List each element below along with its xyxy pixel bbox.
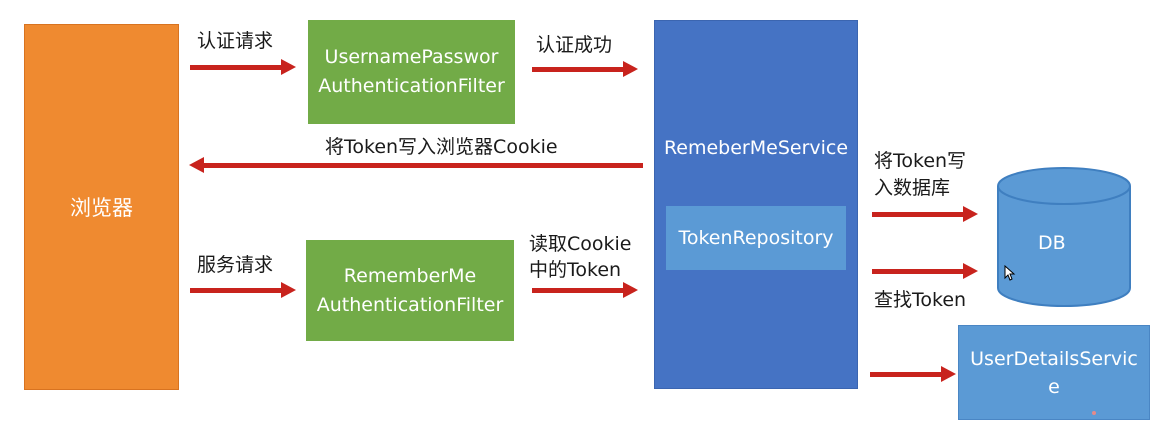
find-token-label: 查找Token xyxy=(874,289,967,311)
database-cylinder xyxy=(997,167,1131,307)
auth-success-arrow xyxy=(532,61,638,77)
write-cookie-label: 将Token写入浏览器Cookie xyxy=(325,136,558,158)
remember-me-filter-box: RememberMe AuthenticationFilter xyxy=(306,240,514,341)
rm-filter-line2: AuthenticationFilter xyxy=(316,293,504,316)
service-request-label: 服务请求 xyxy=(197,254,274,276)
up-filter-line2: AuthenticationFilter xyxy=(318,75,505,97)
username-password-filter-box: UsernamePasswor AuthenticationFilter xyxy=(308,20,515,124)
auth-success-label: 认证成功 xyxy=(536,34,613,56)
auth-request-arrow xyxy=(190,59,296,75)
write-db-arrow xyxy=(872,206,978,222)
red-dot-icon xyxy=(1092,411,1096,415)
token-repository-box: TokenRepository xyxy=(666,206,846,270)
database-label: DB xyxy=(1038,232,1066,254)
token-repository-label: TokenRepository xyxy=(678,227,834,249)
auth-request-label: 认证请求 xyxy=(197,30,274,52)
mouse-cursor-icon xyxy=(1004,265,1016,281)
user-details-line1: UserDetailsServic xyxy=(970,347,1138,370)
find-token-arrow xyxy=(872,263,978,279)
remember-me-service-label: RemeberMeService xyxy=(663,137,849,159)
browser-label: 浏览器 xyxy=(70,196,133,220)
user-details-arrow xyxy=(870,366,956,382)
browser-box: 浏览器 xyxy=(24,24,179,390)
read-cookie-label-line2: 中的Token xyxy=(529,259,622,281)
user-details-line2: e xyxy=(1048,375,1060,398)
rm-filter-line1: RememberMe xyxy=(343,264,477,287)
write-db-label-line2: 入数据库 xyxy=(874,177,951,199)
service-request-arrow xyxy=(190,282,296,298)
read-cookie-arrow xyxy=(532,282,638,298)
read-cookie-label-line1: 读取Cookie xyxy=(529,233,632,255)
write-cookie-arrow xyxy=(189,157,643,173)
remember-me-service-box: RemeberMeService xyxy=(654,20,858,389)
user-details-service-box: UserDetailsServic e xyxy=(958,325,1150,420)
up-filter-line1: UsernamePasswor xyxy=(324,46,499,68)
write-db-label-line1: 将Token写 xyxy=(874,150,967,172)
